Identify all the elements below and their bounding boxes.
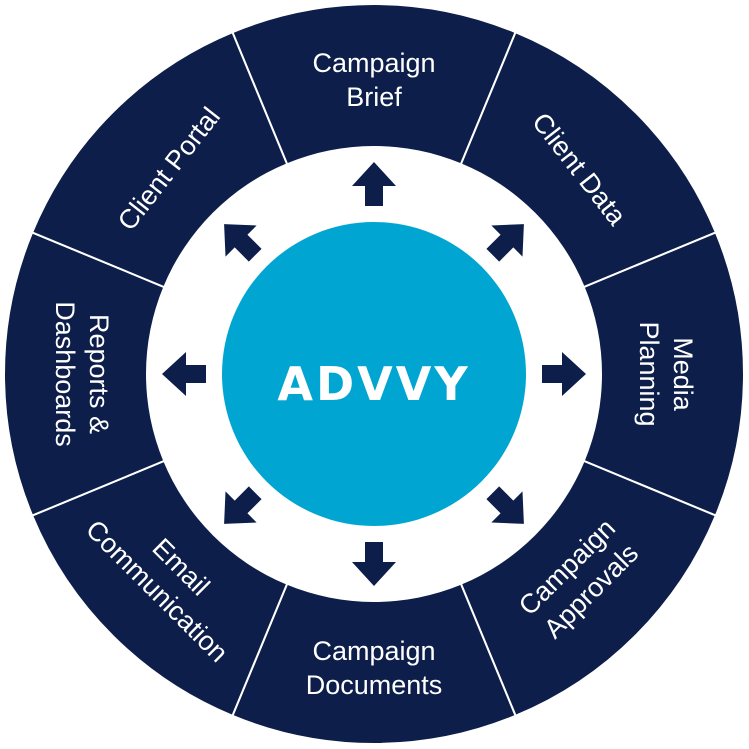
arrow-client-data bbox=[486, 224, 524, 262]
arrow-media-planning bbox=[542, 352, 586, 396]
label-line: Brief bbox=[346, 82, 402, 112]
arrow-campaign-approvals bbox=[486, 486, 524, 524]
arrow-reports-dashboards bbox=[162, 352, 206, 396]
label-line: Documents bbox=[306, 670, 443, 700]
label-media-planning: MediaPlanning bbox=[634, 321, 698, 426]
arrow-client-portal bbox=[224, 224, 262, 262]
label-reports-dashboards: Reports &Dashboards bbox=[50, 301, 114, 447]
center-hub bbox=[222, 222, 526, 526]
label-line: Campaign bbox=[312, 636, 435, 666]
label-line: Dashboards bbox=[50, 301, 80, 447]
label-line: Media bbox=[668, 337, 698, 412]
label-line: Planning bbox=[634, 321, 664, 426]
arrow-campaign-documents bbox=[352, 542, 396, 586]
label-line: Campaign bbox=[312, 48, 435, 78]
arrow-email-communication bbox=[224, 486, 262, 524]
brand-logo-text: ADVVY bbox=[277, 357, 470, 411]
arrows-layer bbox=[162, 162, 586, 586]
label-line: Reports & bbox=[84, 314, 114, 434]
arrow-campaign-brief bbox=[352, 162, 396, 206]
